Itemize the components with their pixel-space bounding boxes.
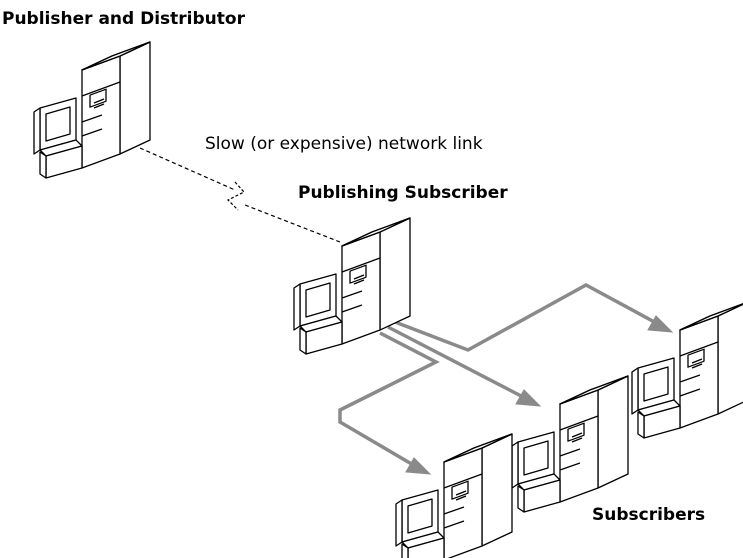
arrow-heads [405, 315, 674, 475]
arrowhead-middle [515, 389, 542, 407]
publisher-distributor-label: Publisher and Distributor [2, 9, 245, 29]
publishing-subscriber-label: Publishing Subscriber [298, 183, 508, 203]
replication-arrows [338, 283, 661, 468]
subscriber-computer-icon [395, 433, 513, 558]
publisher-computer-icon [33, 41, 151, 179]
arrow-to-bottom-subscriber [338, 331, 440, 468]
publishing-subscriber-computer-icon [293, 217, 411, 355]
slow-link-label: Slow (or expensive) network link [205, 134, 483, 154]
arrowhead-bottom [405, 457, 432, 475]
subscriber-computer-icon [631, 301, 743, 439]
subscribers-label: Subscribers [592, 505, 706, 525]
slow-network-link [139, 147, 341, 243]
arrowhead-right [647, 315, 674, 333]
arrow-to-right-subscriber [394, 283, 661, 352]
arrow-to-middle-subscriber [387, 325, 526, 400]
